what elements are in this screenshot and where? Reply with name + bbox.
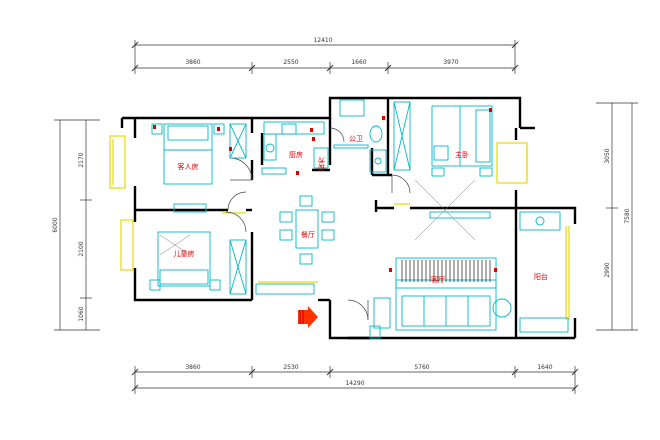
room-label-kitchen: 厨房 xyxy=(289,150,303,159)
guest-bed xyxy=(163,123,213,185)
toilet xyxy=(369,125,383,143)
dim-top-total: 12410 xyxy=(313,37,332,44)
room-label-fridge: 冰箱 xyxy=(317,157,326,171)
dim-right-total: 7580 xyxy=(624,208,631,223)
room-label-balcony: 阳台 xyxy=(534,272,548,281)
furniture xyxy=(149,99,569,339)
dim-top-seg-1: 3860 xyxy=(185,59,200,66)
dining-table xyxy=(295,209,319,249)
room-label-living: 客厅 xyxy=(431,275,445,284)
fridge xyxy=(313,147,329,169)
dim-left-total: 6000 xyxy=(52,217,59,232)
dim-left-seg-3: 1060 xyxy=(78,306,85,321)
red-markers xyxy=(153,108,497,272)
dim-top-seg-4: 3970 xyxy=(443,59,458,66)
walls xyxy=(120,96,577,340)
carpet-pattern xyxy=(401,260,491,282)
dim-bottom-seg-4: 1640 xyxy=(537,364,552,371)
dim-bottom-seg-2: 2530 xyxy=(283,364,298,371)
room-label-master-bedroom: 主卧 xyxy=(455,150,469,159)
dim-bottom-total: 14290 xyxy=(345,380,364,387)
dim-bottom-seg-1: 3860 xyxy=(185,364,200,371)
dim-left-seg-1: 2170 xyxy=(78,152,85,167)
room-label-dining: 餐厅 xyxy=(301,230,315,239)
master-bed xyxy=(431,105,493,167)
dimension-ticks xyxy=(131,41,579,392)
master-wardrobe xyxy=(393,101,411,171)
ceiling-lights xyxy=(159,179,476,256)
bathroom-fixture xyxy=(339,99,365,117)
entrance-arrow-icon xyxy=(298,306,318,328)
balcony-sink xyxy=(519,211,561,231)
kids-bed xyxy=(157,231,211,287)
room-label-guest-bedroom: 客人房 xyxy=(178,162,199,171)
dim-right-seg-1: 3050 xyxy=(604,148,611,163)
guest-wardrobe xyxy=(229,123,247,159)
dim-right-seg-2: 2990 xyxy=(604,262,611,277)
living-carpet xyxy=(395,257,497,289)
kids-wardrobe xyxy=(229,239,247,295)
room-label-bathroom: 公卫 xyxy=(349,135,363,143)
windows xyxy=(109,135,570,320)
room-label-kids-room: 儿童房 xyxy=(174,249,195,258)
dim-top-seg-2: 2550 xyxy=(283,59,298,66)
shower xyxy=(369,149,387,173)
dim-left-seg-2: 2100 xyxy=(78,241,85,256)
balcony-cabinet xyxy=(519,317,569,333)
dim-bottom-seg-3: 5760 xyxy=(414,364,429,371)
dimension-lines xyxy=(54,40,638,394)
dim-top-seg-3: 1660 xyxy=(351,59,366,66)
